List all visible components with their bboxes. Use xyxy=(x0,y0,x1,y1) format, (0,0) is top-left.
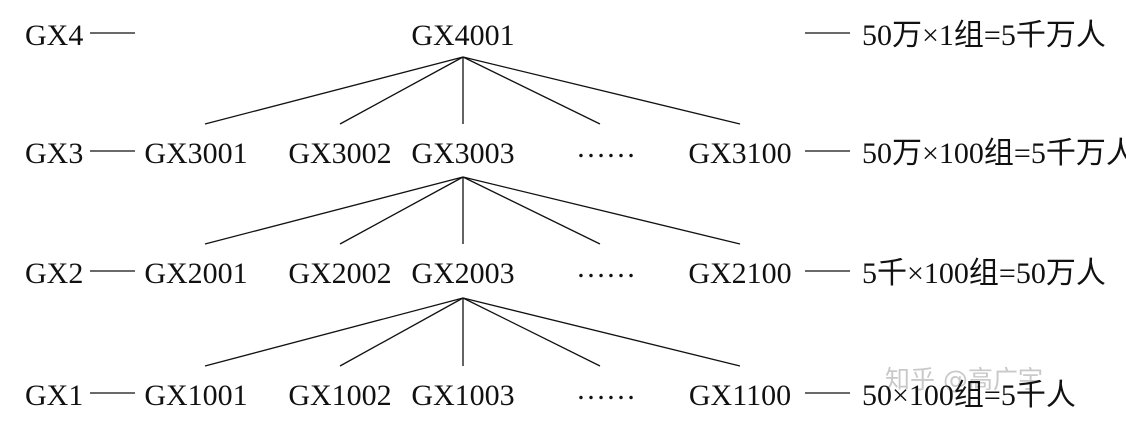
node-gx4001: GX4001 xyxy=(411,19,514,52)
node-gx1003: GX1003 xyxy=(411,379,514,412)
edge xyxy=(462,56,741,125)
level-summary-gx1: 50×100组=5千人 xyxy=(862,379,1076,412)
watermark: 知乎 @高广宇 xyxy=(885,365,1043,394)
level-label-gx3: GX3 xyxy=(25,137,83,170)
level-label-gx4: GX4 xyxy=(25,19,83,52)
level-label-gx1: GX1 xyxy=(25,379,83,412)
edge xyxy=(204,176,464,245)
ellipsis-gx3: …… xyxy=(576,131,636,164)
edge xyxy=(462,176,741,245)
node-gx2001: GX2001 xyxy=(144,257,247,290)
node-gx1002: GX1002 xyxy=(288,379,391,412)
node-gx1001: GX1001 xyxy=(144,379,247,412)
node-gx2002: GX2002 xyxy=(288,257,391,290)
node-gx3100: GX3100 xyxy=(688,137,791,170)
edge xyxy=(462,176,601,245)
level-label-gx2: GX2 xyxy=(25,257,83,290)
level-summary-gx4: 50万×1组=5千万人 xyxy=(862,19,1106,52)
edges-gx4-to-gx3 xyxy=(204,56,741,125)
node-gx3001: GX3001 xyxy=(144,137,247,170)
node-gx3003: GX3003 xyxy=(411,137,514,170)
edge xyxy=(339,297,464,367)
node-gx1100: GX1100 xyxy=(689,379,791,412)
ellipsis-gx2: …… xyxy=(576,251,636,284)
edge xyxy=(339,176,464,245)
node-gx3002: GX3002 xyxy=(288,137,391,170)
edges-gx3-to-gx2 xyxy=(204,176,741,245)
edge xyxy=(204,297,464,367)
edge xyxy=(204,56,464,125)
ellipsis-gx1: …… xyxy=(576,373,636,406)
node-gx2100: GX2100 xyxy=(688,257,791,290)
edges-gx2-to-gx1 xyxy=(204,297,741,367)
edge xyxy=(462,297,601,367)
level-summary-gx3: 50万×100组=5千万人 xyxy=(862,137,1126,170)
edge xyxy=(339,56,464,125)
level-summary-gx2: 5千×100组=50万人 xyxy=(862,257,1106,290)
edge xyxy=(462,56,601,125)
node-gx2003: GX2003 xyxy=(411,257,514,290)
edge xyxy=(462,297,741,367)
